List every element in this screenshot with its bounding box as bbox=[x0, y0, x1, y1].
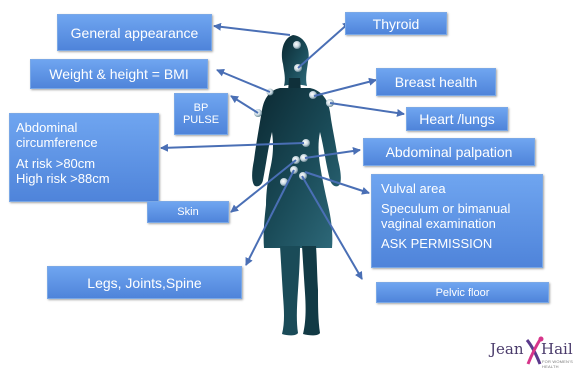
pulse-text: PULSE bbox=[183, 114, 219, 126]
arrow-weight-bmi bbox=[217, 70, 270, 92]
label-bp-pulse: BP PULSE bbox=[174, 93, 228, 135]
weight-bmi-text: Weight & height = BMI bbox=[49, 66, 188, 82]
label-abdominal-circumference: Abdominal circumference At risk >80cm Hi… bbox=[9, 113, 159, 202]
arrow-general-appearance bbox=[214, 26, 290, 35]
thyroid-text: Thyroid bbox=[373, 16, 420, 32]
abdominal-circ-line-2: circumference bbox=[16, 135, 158, 150]
abdominal-palpation-text: Abdominal palpation bbox=[386, 144, 513, 160]
label-thyroid: Thyroid bbox=[345, 12, 447, 35]
label-breast-health: Breast health bbox=[376, 68, 496, 96]
breast-health-text: Breast health bbox=[395, 74, 478, 90]
label-pelvic-floor: Pelvic floor bbox=[376, 282, 549, 303]
label-skin: Skin bbox=[147, 201, 229, 223]
general-appearance-text: General appearance bbox=[71, 25, 199, 41]
label-weight-bmi: Weight & height = BMI bbox=[30, 59, 208, 89]
ask-permission-text: ASK PERMISSION bbox=[381, 236, 542, 251]
jean-hailes-logo: Jean Hail FOR WOMEN'S HEALTH bbox=[488, 334, 573, 370]
abdominal-circ-at-risk: At risk >80cm bbox=[16, 156, 158, 171]
abdominal-circ-line-1: Abdominal bbox=[16, 120, 158, 135]
label-abdominal-palpation: Abdominal palpation bbox=[363, 138, 535, 166]
arrow-breast-health bbox=[314, 80, 376, 96]
arrow-bp-pulse bbox=[231, 96, 258, 113]
logo-subtitle: FOR WOMEN'S HEALTH bbox=[542, 359, 573, 369]
legs-joints-spine-text: Legs, Joints,Spine bbox=[87, 275, 201, 291]
vulval-speculum-line-1: Speculum or bimanual bbox=[381, 201, 542, 216]
skin-text: Skin bbox=[177, 206, 198, 218]
dot-head bbox=[293, 41, 301, 49]
label-legs-joints-spine: Legs, Joints,Spine bbox=[47, 266, 242, 299]
label-heart-lungs: Heart /lungs bbox=[406, 107, 508, 131]
label-vulval-area: Vulval area Speculum or bimanual vaginal… bbox=[371, 174, 543, 268]
heart-lungs-text: Heart /lungs bbox=[419, 111, 494, 127]
label-general-appearance: General appearance bbox=[57, 14, 212, 51]
logo-hail-text: Hail bbox=[541, 340, 573, 358]
vulval-speculum-line-2: vaginal examination bbox=[381, 216, 542, 231]
vulval-area-title: Vulval area bbox=[381, 181, 542, 196]
logo-jean-text: Jean bbox=[490, 340, 524, 358]
abdominal-circ-high-risk: High risk >88cm bbox=[16, 171, 158, 186]
arrow-heart-lungs bbox=[330, 103, 404, 114]
bp-text: BP bbox=[194, 102, 209, 114]
pelvic-floor-text: Pelvic floor bbox=[436, 287, 490, 299]
